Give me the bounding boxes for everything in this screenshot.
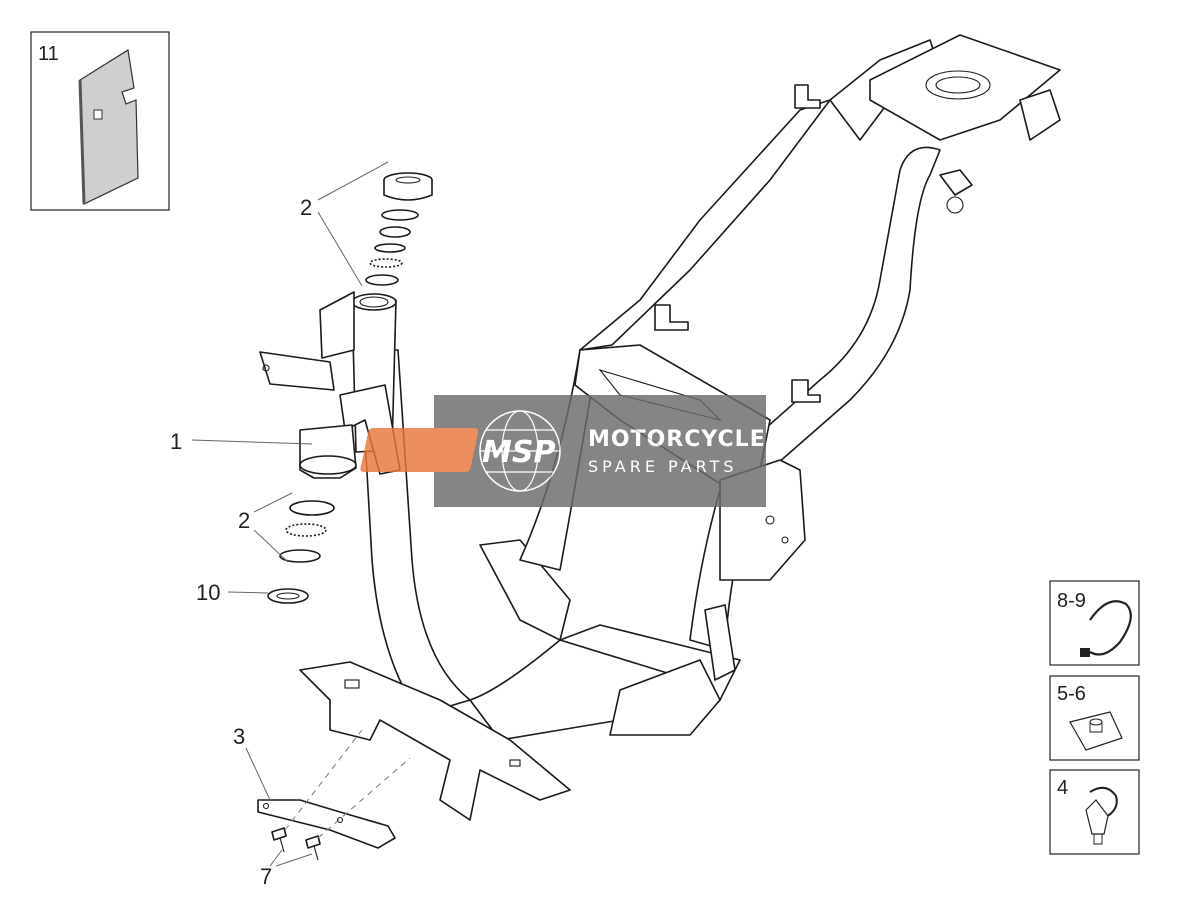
watermark-logo: MSP (482, 435, 555, 470)
mounting-bolts[interactable] (271, 827, 321, 861)
part-box-8-9[interactable]: 8-9 (1049, 580, 1140, 666)
part-box-11[interactable]: 11 (30, 31, 170, 211)
speed-nut-icon (1069, 711, 1123, 751)
leader-lines (191, 161, 389, 867)
reinforcement-bracket[interactable] (257, 799, 396, 849)
lower-bearing-set[interactable] (279, 500, 335, 563)
assembly-line (317, 757, 411, 839)
floor-support-bracket (299, 661, 571, 821)
callout-10[interactable]: 10 (196, 580, 220, 605)
hose-clamp-icon (1085, 786, 1118, 845)
part-box-4-label: 4 (1057, 777, 1068, 799)
callout-1[interactable]: 1 (170, 429, 182, 454)
cable-tie-icon (1080, 600, 1132, 657)
part-box-8-9-label: 8-9 (1057, 590, 1086, 612)
part-box-5-6-label: 5-6 (1057, 683, 1086, 705)
watermark: MSP MOTORCYCLE SPARE PARTS (360, 395, 766, 507)
part-box-5-6[interactable]: 5-6 (1049, 675, 1140, 761)
part-box-11-label: 11 (38, 43, 59, 65)
callout-7[interactable]: 7 (260, 864, 272, 889)
upper-bearing-set[interactable] (365, 172, 433, 286)
globe-icon (479, 410, 561, 492)
scooter-frame (259, 34, 1061, 741)
foam-pad-icon (78, 49, 139, 205)
watermark-subtitle: SPARE PARTS (588, 457, 738, 476)
rear-mounting-plate (869, 34, 1061, 214)
part-box-4[interactable]: 4 (1049, 769, 1140, 855)
callout-3[interactable]: 3 (233, 724, 245, 749)
steering-seal[interactable] (267, 588, 309, 604)
callout-2-upper[interactable]: 2 (300, 195, 312, 220)
watermark-title: MOTORCYCLE (588, 427, 766, 452)
callout-2-lower[interactable]: 2 (238, 508, 250, 533)
